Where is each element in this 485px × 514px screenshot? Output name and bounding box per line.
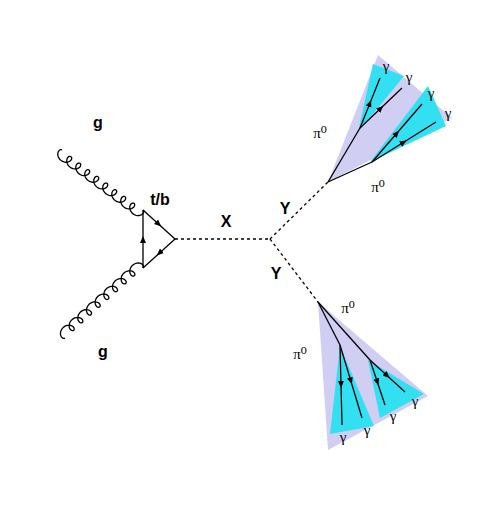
photon-label: γ	[412, 394, 419, 409]
photon-label: γ	[445, 106, 452, 121]
photon-line	[370, 360, 405, 392]
photon-line	[372, 122, 436, 162]
photon-line	[360, 88, 402, 128]
photon-label: γ	[364, 423, 371, 438]
pion-label: π⁰	[313, 126, 327, 141]
quark-line	[142, 210, 143, 268]
pion-label: π⁰	[341, 301, 355, 316]
particle-label: Y	[280, 201, 291, 217]
photon-line	[340, 345, 342, 425]
photon-line	[340, 345, 362, 418]
photon-label: γ	[406, 70, 413, 85]
pion-label: π⁰	[371, 180, 385, 195]
photon-label: γ	[390, 409, 397, 424]
photon-cone	[330, 346, 374, 434]
quark-line	[143, 239, 175, 268]
pion-line	[328, 162, 372, 182]
photon-line	[372, 104, 422, 162]
photon-cone	[358, 64, 404, 132]
photon-label: γ	[383, 59, 390, 74]
quark-label: t/b	[150, 192, 170, 208]
particle-label: Y	[271, 266, 282, 282]
jet-cone	[328, 55, 452, 182]
photon-label: γ	[428, 86, 435, 101]
quark-line	[143, 210, 175, 239]
gluon-label: g	[98, 344, 108, 360]
particle-label: X	[221, 214, 232, 230]
photon-cone	[370, 86, 446, 162]
gluon-label: g	[93, 115, 103, 131]
scalar-propagator	[270, 239, 318, 302]
photon-label: γ	[340, 430, 347, 445]
photon-line	[360, 78, 380, 128]
scalar-propagator	[270, 182, 328, 239]
pion-line	[328, 128, 360, 182]
jet-cone	[318, 302, 428, 450]
pion-label: π⁰	[293, 347, 307, 362]
gluon-line	[60, 263, 143, 338]
scalar-propagator	[175, 238, 270, 239]
gluon-line	[58, 150, 144, 216]
